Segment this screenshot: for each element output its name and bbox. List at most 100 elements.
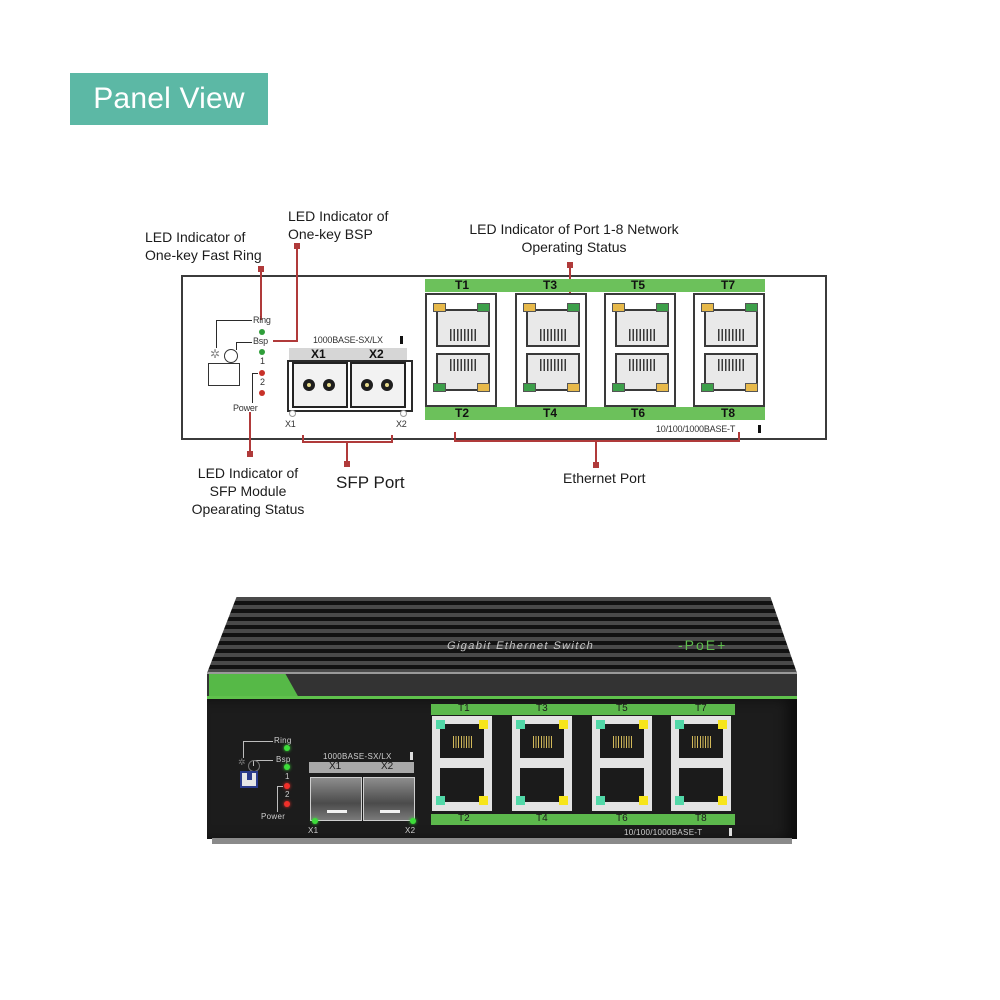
diagram-led-t3-link: [567, 303, 580, 312]
device-front-band: [207, 672, 797, 700]
diagram-sfp-led-x2: [400, 410, 407, 417]
diagram-sfp-spec: 1000BASE-SX/LX: [313, 335, 383, 345]
diagram-led-t7-speed: [701, 303, 714, 312]
device-led-ring: [284, 745, 290, 751]
device-port-t1[interactable]: [440, 724, 484, 758]
panel-view-title: Panel View: [70, 73, 268, 125]
device-sfp-port-x2[interactable]: [363, 777, 415, 821]
diagram-sfp-header-x1: X1: [311, 347, 326, 361]
device-port-t8[interactable]: [679, 768, 723, 802]
callout-fast-ring: LED Indicator of One-key Fast Ring: [145, 228, 262, 264]
device-port-t2[interactable]: [440, 768, 484, 802]
diagram-label-t5: T5: [631, 278, 646, 292]
diagram-led-t5-speed: [612, 303, 625, 312]
device-ring-button-icon: ✲: [238, 757, 246, 767]
device-dip-switch[interactable]: [240, 771, 258, 788]
diagram-led-t1-link: [477, 303, 490, 312]
diagram-led-t7-link: [745, 303, 758, 312]
diagram-led-t2-speed: [477, 383, 490, 392]
callout-sfp-module-line3: Opearating Status: [191, 501, 305, 517]
diagram-port-t1: [436, 309, 490, 347]
device-led-t5-speed: [639, 720, 648, 729]
device-port-t3[interactable]: [520, 724, 564, 758]
diagram-led-t6-speed: [656, 383, 669, 392]
callout-port-status-line1: LED Indicator of Port 1-8 Network: [469, 221, 679, 237]
device-heatsink-top: [207, 597, 797, 673]
device-led-t7-speed: [718, 720, 727, 729]
diagram-label-t3: T3: [543, 278, 558, 292]
device-port-t7[interactable]: [679, 724, 723, 758]
device-port-pair-t1-t2: [432, 716, 492, 811]
device-label-t2: T2: [458, 813, 470, 824]
device-port-t5[interactable]: [600, 724, 644, 758]
device-led-t6-link: [596, 796, 605, 805]
diagram-label-t2: T2: [455, 406, 470, 420]
diagram-port-pair-t3-t4: [515, 293, 587, 407]
diagram-led-t5-link: [656, 303, 669, 312]
device-led-t3-link: [516, 720, 525, 729]
diagram-led-t8-link: [701, 383, 714, 392]
diagram-led-t4-link: [523, 383, 536, 392]
diagram-label-bsp: Bsp: [253, 336, 268, 346]
device-label-t7: T7: [695, 703, 707, 714]
diagram-led-t6-link: [612, 383, 625, 392]
diagram-sfp-led-label-x2: X2: [396, 419, 407, 429]
ring-button-icon: ✲: [210, 347, 221, 361]
callout-ethernet-port: Ethernet Port: [563, 470, 646, 486]
device-top-port-bar: T1 T3 T5 T7: [431, 703, 735, 715]
device-led-t4-link: [516, 796, 525, 805]
diagram-bottom-port-bar: T2 T4 T6 T8: [425, 406, 765, 420]
device-sfp-port-x1[interactable]: [310, 777, 362, 821]
device-led-t5-link: [596, 720, 605, 729]
diagram-label-t1: T1: [455, 278, 470, 292]
diagram-label-power-1: 1: [260, 356, 265, 366]
device-label-ring: Ring: [274, 736, 292, 745]
device-led-power-1: [284, 783, 290, 789]
device-led-t1-link: [436, 720, 445, 729]
diagram-led-t3-speed: [523, 303, 536, 312]
diagram-sfp-led-x1: [289, 410, 296, 417]
diagram-sfp-header: X1 X2: [289, 347, 407, 361]
diagram-label-t8: T8: [721, 406, 736, 420]
diagram-sfp-port-x2: [350, 362, 406, 408]
device-label-bsp: Bsp: [276, 755, 291, 764]
callout-port-status-line2: Operating Status: [521, 239, 627, 255]
device-led-t8-link: [675, 796, 684, 805]
diagram-ethernet-spec-marker: [758, 425, 761, 433]
device-port-t4[interactable]: [520, 768, 564, 802]
diagram-label-t4: T4: [543, 406, 558, 420]
device-bottom-port-bar: T2 T4 T6 T8: [431, 813, 735, 825]
callout-sfp-module-line1: LED Indicator of: [197, 465, 299, 481]
device-label-power: Power: [261, 812, 286, 821]
device-green-stripe: [207, 696, 797, 699]
device-led-t2-link: [436, 796, 445, 805]
diagram-label-t6: T6: [631, 406, 646, 420]
device-port-pair-t7-t8: [671, 716, 731, 811]
bsp-button-icon: [224, 349, 238, 363]
diagram-led-t2-link: [433, 383, 446, 392]
diagram-led-t1-speed: [433, 303, 446, 312]
diagram-port-t3: [526, 309, 580, 347]
device-led-t6-speed: [639, 796, 648, 805]
diagram-label-ring: Ring: [253, 315, 271, 325]
diagram-led-ring: [259, 329, 265, 335]
diagram-led-power-2: [259, 390, 265, 396]
device-port-pair-t5-t6: [592, 716, 652, 811]
device-led-bsp: [284, 764, 290, 770]
device-ethernet-spec-marker: [729, 828, 732, 836]
device-port-pair-t3-t4: [512, 716, 572, 811]
diagram-port-pair-t1-t2: [425, 293, 497, 407]
device-port-t6[interactable]: [600, 768, 644, 802]
callout-bsp-line2: One-key BSP: [288, 226, 373, 242]
callout-fast-ring-line1: LED Indicator of: [145, 229, 246, 245]
device-brand-text: Gigabit Ethernet Switch: [445, 640, 596, 652]
device-label-t5: T5: [616, 703, 628, 714]
diagram-sfp-port-x1: [292, 362, 348, 408]
device-sfp-led-label-x2: X2: [405, 826, 416, 835]
device-ethernet-spec: 10/100/1000BASE-T: [624, 828, 703, 837]
device-label-power-2: 2: [285, 790, 290, 799]
device-led-t1-speed: [479, 720, 488, 729]
device-green-accent: [209, 674, 299, 698]
diagram-sfp-led-label-x1: X1: [285, 419, 296, 429]
device-sfp-spec-marker: [410, 752, 413, 760]
